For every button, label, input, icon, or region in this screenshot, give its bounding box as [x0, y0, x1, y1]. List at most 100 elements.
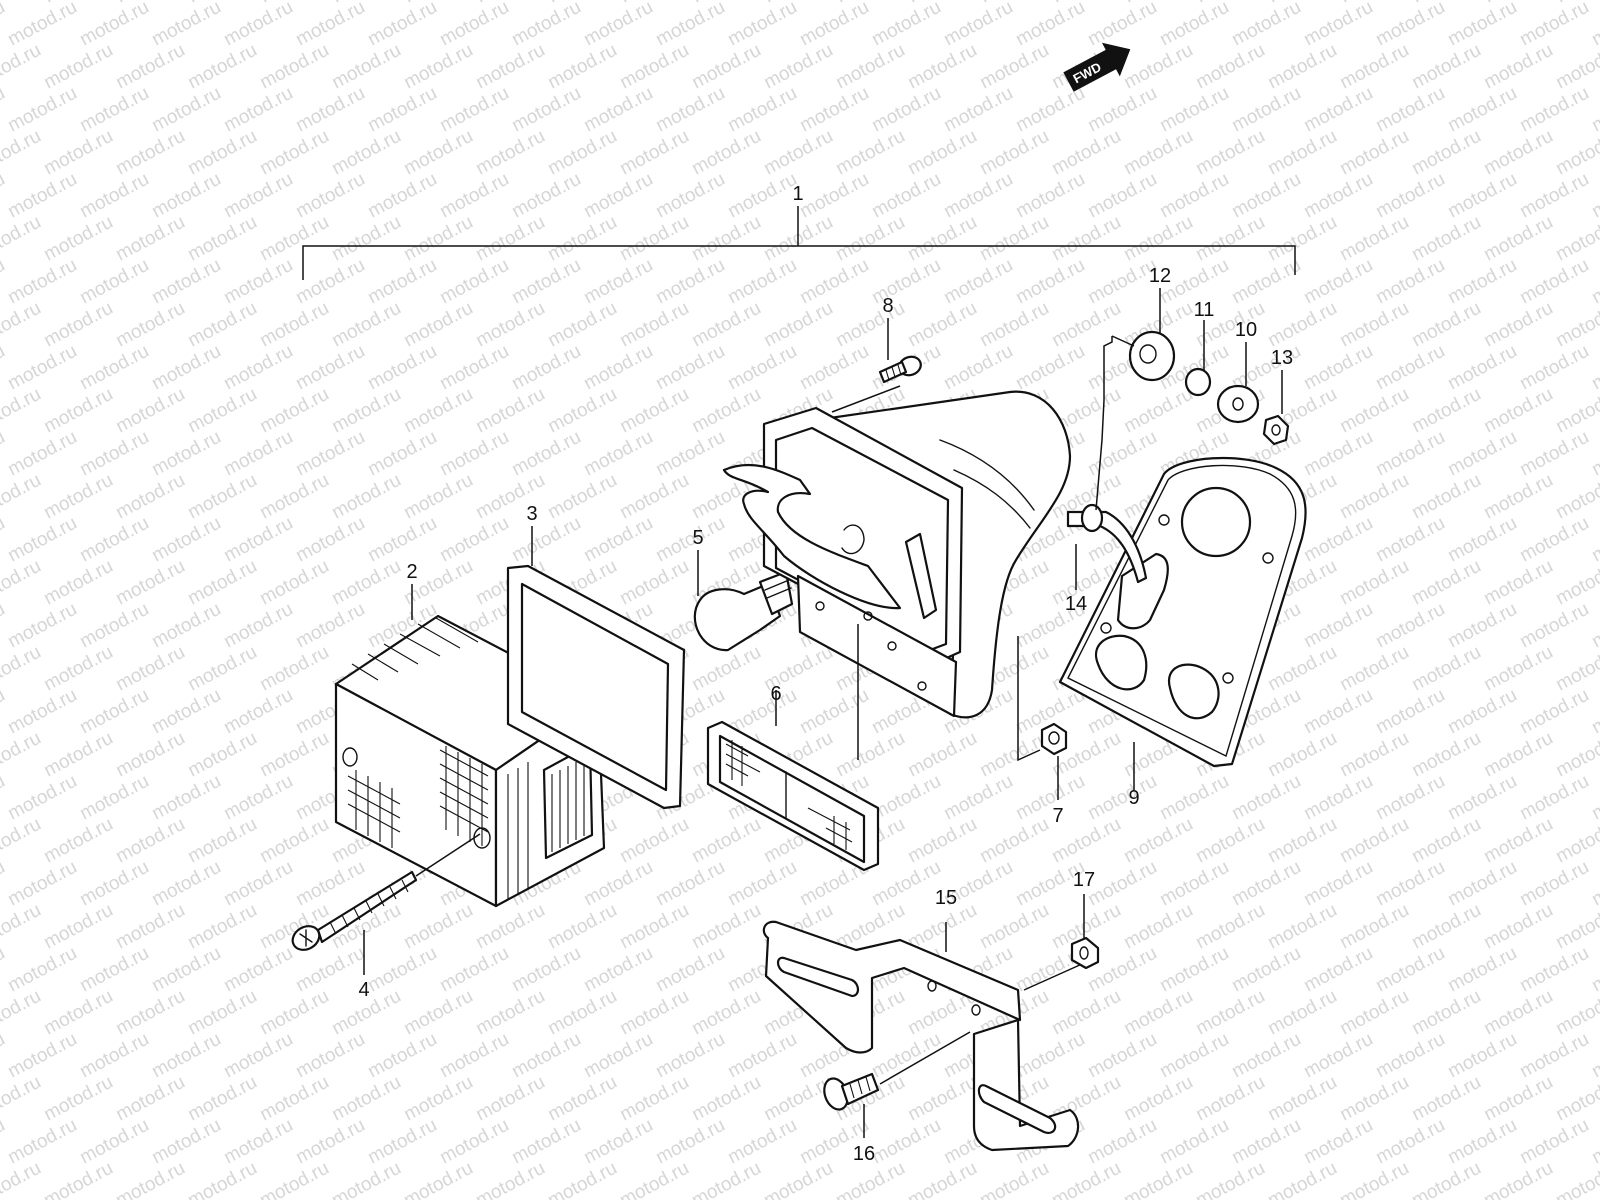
watermark-text: motod.ru [76, 599, 152, 653]
watermark-text: motod.ru [292, 1115, 368, 1169]
watermark-text: motod.ru [688, 900, 764, 954]
watermark-text: motod.ru [796, 83, 872, 137]
watermark-text: motod.ru [148, 341, 224, 395]
watermark-text: motod.ru [1120, 1072, 1196, 1126]
watermark-text: motod.ru [652, 427, 728, 481]
watermark-text: motod.ru [1408, 384, 1484, 438]
watermark-text: motod.ru [760, 298, 836, 352]
watermark-text: motod.ru [4, 1029, 80, 1083]
callout-14: 14 [1065, 593, 1087, 615]
watermark-text: motod.ru [112, 728, 188, 782]
watermark-text: motod.ru [1516, 857, 1592, 911]
watermark-text: motod.ru [796, 255, 872, 309]
watermark-text: motod.ru [292, 0, 368, 50]
watermark-text: motod.ru [724, 169, 800, 223]
watermark-text: motod.ru [148, 255, 224, 309]
watermark-text: motod.ru [1516, 513, 1592, 567]
watermark-text: motod.ru [4, 685, 80, 739]
watermark-text: motod.ru [1444, 83, 1520, 137]
watermark-text: motod.ru [1048, 212, 1124, 266]
callout-13: 13 [1271, 347, 1293, 369]
watermark-text: motod.ru [40, 1158, 116, 1200]
watermark-text: motod.ru [0, 169, 9, 223]
watermark-text: motod.ru [364, 427, 440, 481]
watermark-text: motod.ru [328, 1072, 404, 1126]
watermark-text: motod.ru [688, 40, 764, 94]
watermark-text: motod.ru [76, 685, 152, 739]
watermark-text: motod.ru [112, 1158, 188, 1200]
watermark-text: motod.ru [616, 384, 692, 438]
assembly-bracket [302, 206, 1296, 280]
watermark-text: motod.ru [364, 1115, 440, 1169]
watermark-text: motod.ru [184, 212, 260, 266]
watermark-text: motod.ru [580, 857, 656, 911]
watermark-text: motod.ru [0, 212, 45, 266]
watermark-text: motod.ru [40, 556, 116, 610]
watermark-text: motod.ru [688, 126, 764, 180]
watermark-text: motod.ru [0, 341, 9, 395]
watermark-text: motod.ru [1264, 1158, 1340, 1200]
watermark-text: motod.ru [256, 1072, 332, 1126]
watermark-text: motod.ru [1300, 341, 1376, 395]
watermark-text: motod.ru [976, 900, 1052, 954]
watermark-text: motod.ru [1192, 40, 1268, 94]
watermark-text: motod.ru [544, 298, 620, 352]
watermark-text: motod.ru [760, 126, 836, 180]
watermark-text: motod.ru [616, 900, 692, 954]
watermark-text: motod.ru [796, 0, 872, 50]
watermark-text: motod.ru [1588, 771, 1600, 825]
watermark-text: motod.ru [0, 427, 9, 481]
watermark-text: motod.ru [832, 126, 908, 180]
watermark-text: motod.ru [364, 943, 440, 997]
watermark-text: motod.ru [112, 986, 188, 1040]
watermark-text: motod.ru [1408, 1072, 1484, 1126]
watermark-text: motod.ru [508, 1115, 584, 1169]
watermark-text: motod.ru [220, 83, 296, 137]
watermark-text: motod.ru [1480, 986, 1556, 1040]
watermark-text: motod.ru [652, 255, 728, 309]
callout-12: 12 [1149, 265, 1171, 287]
watermark-text: motod.ru [76, 0, 152, 50]
watermark-text: motod.ru [76, 513, 152, 567]
watermark-text: motod.ru [1588, 169, 1600, 223]
watermark-text: motod.ru [76, 169, 152, 223]
watermark-text: motod.ru [1048, 1158, 1124, 1200]
watermark-text: motod.ru [148, 857, 224, 911]
watermark-text: motod.ru [724, 1029, 800, 1083]
watermark-text: motod.ru [1372, 1029, 1448, 1083]
watermark-text: motod.ru [256, 298, 332, 352]
watermark-text: motod.ru [1444, 1029, 1520, 1083]
callout-6: 6 [770, 683, 781, 705]
watermark-text: motod.ru [1444, 0, 1520, 50]
watermark-text: motod.ru [1408, 1158, 1484, 1200]
watermark-text: motod.ru [1372, 83, 1448, 137]
watermark-text: motod.ru [400, 900, 476, 954]
watermark-text: motod.ru [1480, 298, 1556, 352]
watermark-text: motod.ru [472, 126, 548, 180]
watermark-text: motod.ru [1120, 126, 1196, 180]
watermark-text: motod.ru [4, 943, 80, 997]
watermark-text: motod.ru [0, 642, 45, 696]
watermark-text: motod.ru [652, 513, 728, 567]
watermark-text: motod.ru [1336, 40, 1412, 94]
watermark-text: motod.ru [364, 255, 440, 309]
watermark-text: motod.ru [1588, 1029, 1600, 1083]
watermark-text: motod.ru [580, 427, 656, 481]
long-screw [291, 833, 481, 975]
watermark-text: motod.ru [1300, 1029, 1376, 1083]
watermark-text: motod.ru [508, 0, 584, 50]
spacer [1184, 320, 1212, 397]
callout-7: 7 [1052, 805, 1063, 827]
watermark-text: motod.ru [688, 986, 764, 1040]
watermark-text: motod.ru [0, 0, 45, 7]
watermark-text: motod.ru [292, 83, 368, 137]
watermark-text: motod.ru [1336, 470, 1412, 524]
nut-17 [1070, 894, 1100, 970]
watermark-text: motod.ru [256, 470, 332, 524]
watermark-text: motod.ru [1408, 40, 1484, 94]
watermark-text: motod.ru [1192, 1072, 1268, 1126]
watermark-text: motod.ru [976, 126, 1052, 180]
watermark-text: motod.ru [1336, 298, 1412, 352]
watermark-text: motod.ru [1444, 341, 1520, 395]
watermark-text: motod.ru [400, 40, 476, 94]
